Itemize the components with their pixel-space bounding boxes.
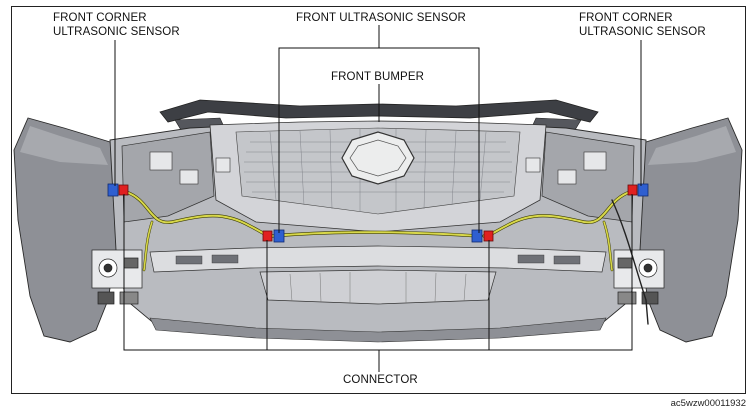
right-corner-ultrasonic-sensor [637,183,649,197]
right-front-connector [483,230,494,242]
left-corner-ultrasonic-sensor [107,183,119,197]
lower-bar [149,245,607,273]
lower-intake-ribs [289,272,467,303]
right-front-ultrasonic-sensor [471,229,483,243]
bumper-bottom-lip [149,317,607,343]
bumper-right-wing-highlight [648,126,736,165]
leader-front-sensor-bracket [278,47,480,233]
label-front-ultrasonic-sensor: FRONT ULTRASONIC SENSOR [296,12,466,24]
right-corner-connector [627,184,638,196]
wiring-harness [124,190,649,325]
left-bracket-details [149,151,231,185]
lower-intake [259,269,497,305]
label-left-corner-line1: FRONT CORNER [53,12,147,24]
leader-lines [114,25,642,372]
left-corner-connector [118,184,129,196]
leader-connector-bracket [123,194,633,351]
label-front-bumper: FRONT BUMPER [331,71,424,83]
label-right-corner-line2: ULTRASONIC SENSOR [579,26,706,38]
figure-id: ac5wzw00011932 [670,398,746,409]
left-front-connector [262,230,273,242]
emblem-opening [341,131,415,185]
left-foglamp-bracket [91,249,143,305]
label-left-corner-line2: ULTRASONIC SENSOR [53,26,180,38]
label-connector: CONNECTOR [343,374,418,386]
lower-bar-slots [175,254,581,265]
bumper-left-wing-highlight [20,126,108,165]
right-bracket-details [525,151,607,185]
emblem-inner [349,139,407,177]
label-right-corner-line1: FRONT CORNER [579,12,673,24]
